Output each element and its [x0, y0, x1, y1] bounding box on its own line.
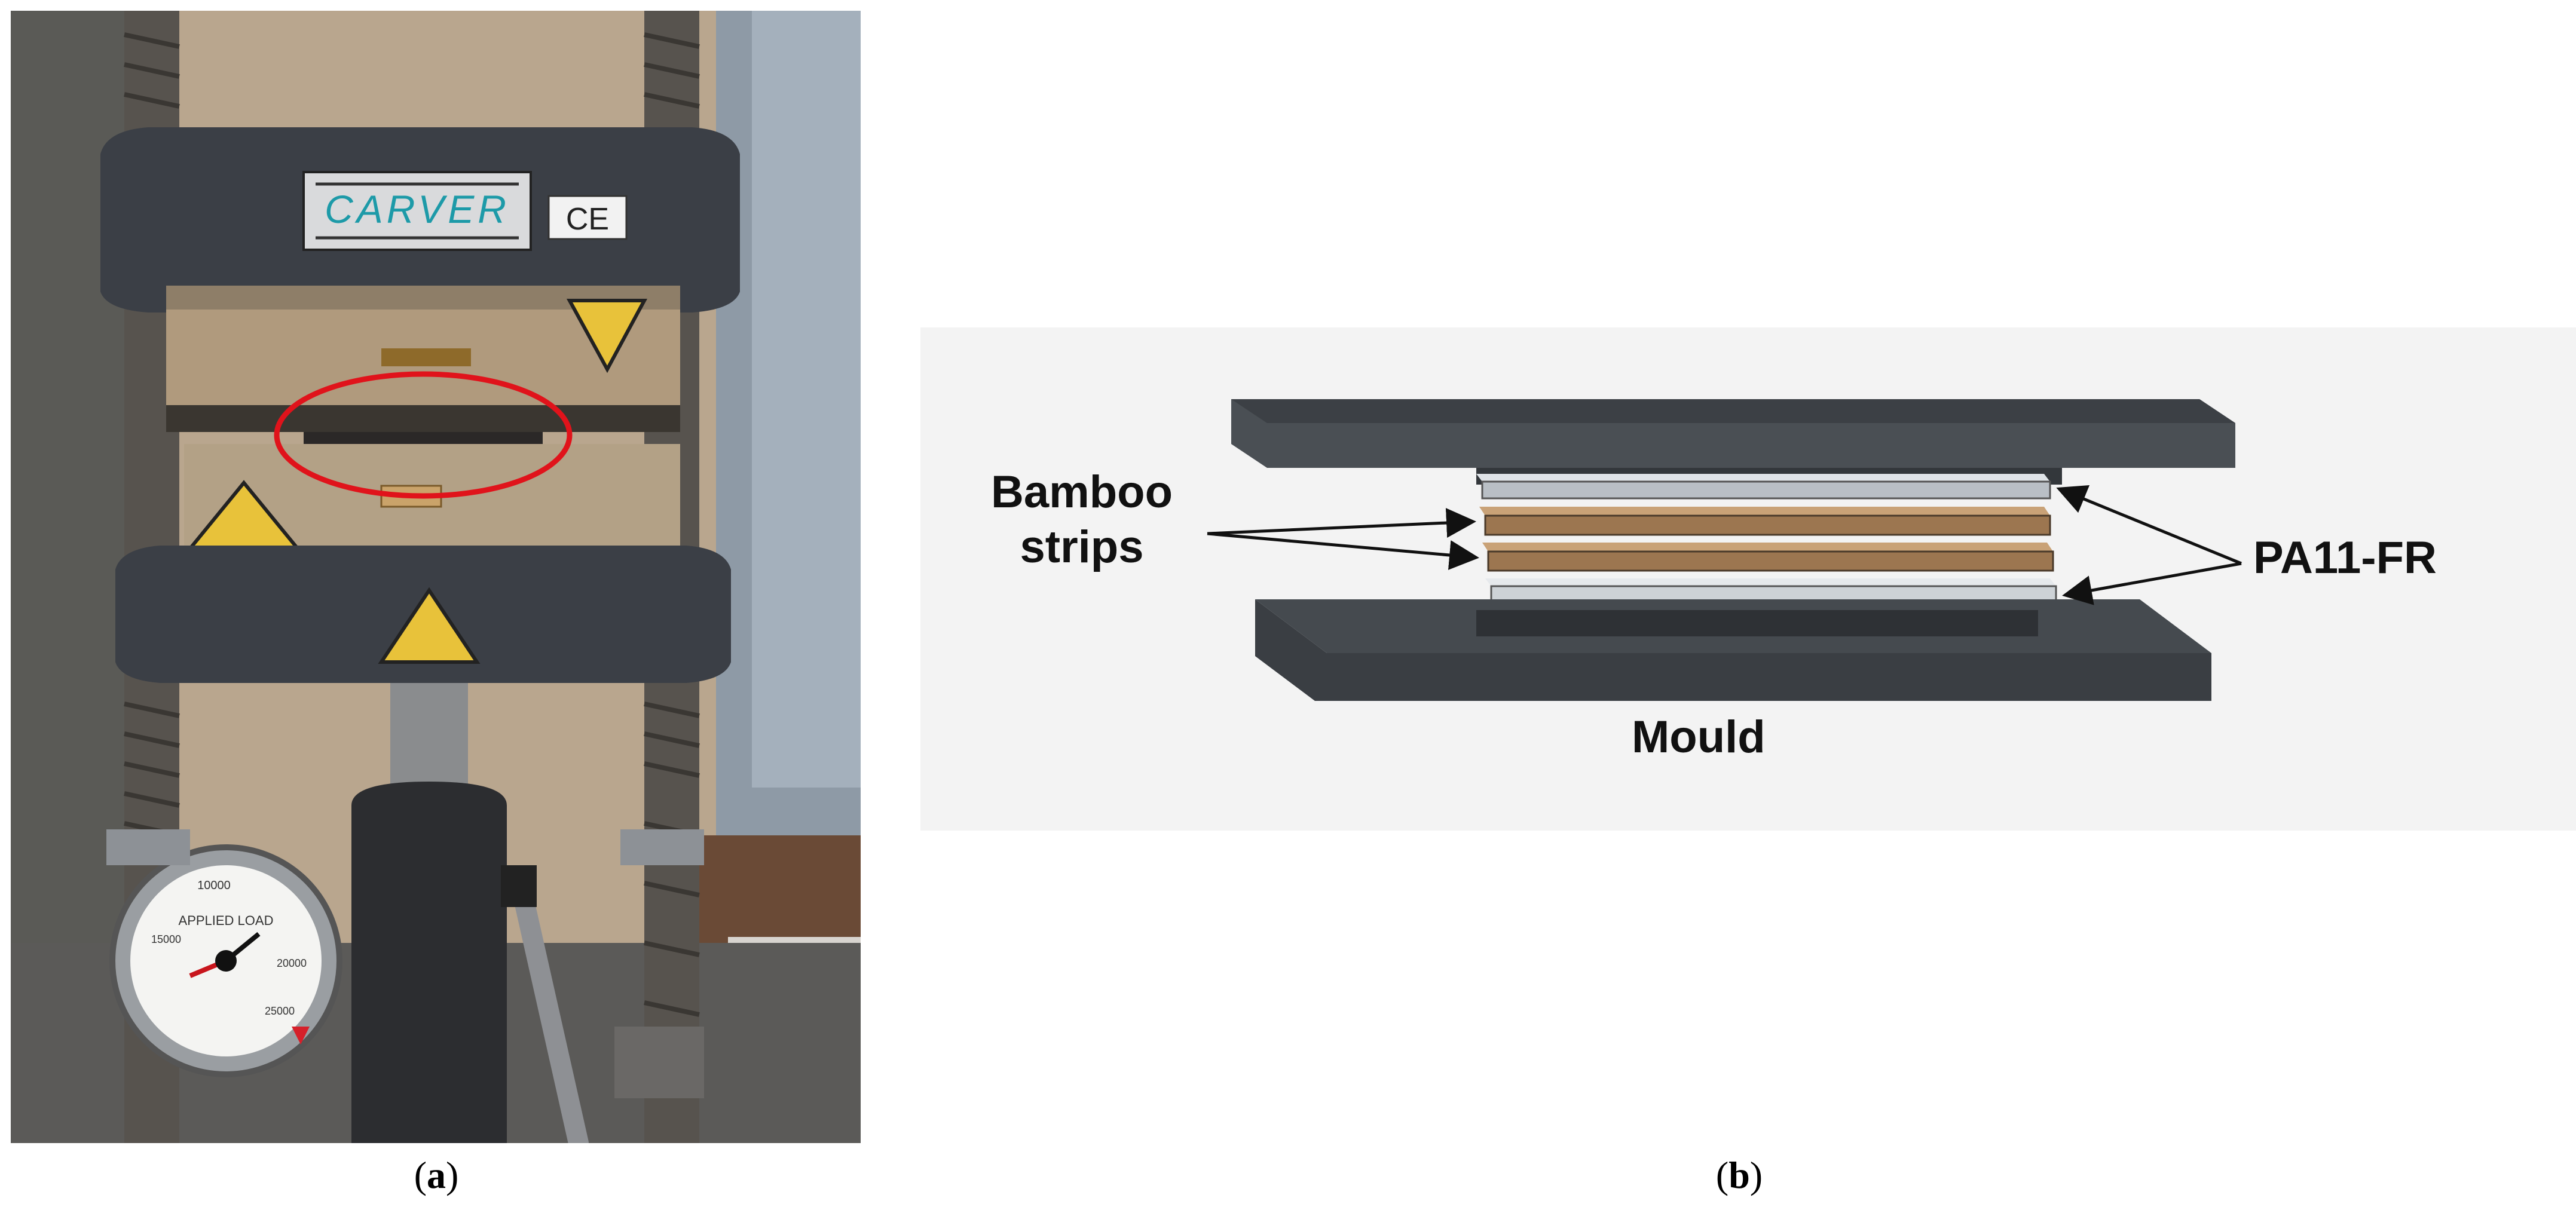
gauge-title: APPLIED LOAD	[179, 913, 274, 928]
label-mould: Mould	[1632, 712, 1766, 762]
press-photo: CARVER CE APPLIED LOAD 10000 15000 20000…	[11, 11, 861, 1143]
schematic-panel: Bamboo strips PA11-FR Mould	[920, 327, 2576, 831]
highlight-ellipse	[274, 371, 573, 499]
label-bamboo-strips: Bamboo strips	[991, 467, 1173, 572]
pa11-film-top	[1476, 474, 2051, 500]
warning-triangle-icon	[566, 299, 648, 373]
panel-b-label: b	[1728, 1154, 1750, 1196]
brand-plate-text: CARVER	[325, 187, 510, 231]
bamboo-strip	[1482, 543, 2054, 572]
panel-b-caption: (b)	[1715, 1154, 1763, 1196]
gauge-value: 15000	[151, 933, 181, 945]
gauge-value: 10000	[197, 879, 231, 892]
pump-handle	[509, 867, 589, 1143]
ce-plate	[547, 195, 628, 240]
ce-mark: CE	[566, 202, 609, 237]
warning-triangle-icon	[378, 587, 481, 664]
bottom-mould-plate	[1255, 599, 2211, 701]
callout-arrows	[1207, 485, 2242, 605]
panel-a-caption: (a)	[414, 1154, 459, 1196]
schematic-drawing	[920, 327, 2576, 831]
bamboo-strip	[1479, 507, 2051, 536]
panel-a-label: a	[427, 1154, 446, 1196]
hydraulic-body	[351, 782, 507, 1143]
pressure-gauge: APPLIED LOAD 10000 15000 20000 25000	[109, 844, 342, 1077]
pa11-film-bottom	[1485, 578, 2057, 603]
gauge-value: 25000	[265, 1005, 295, 1017]
gauge-value: 20000	[277, 957, 307, 969]
label-pa11-fr: PA11-FR	[2253, 532, 2437, 583]
